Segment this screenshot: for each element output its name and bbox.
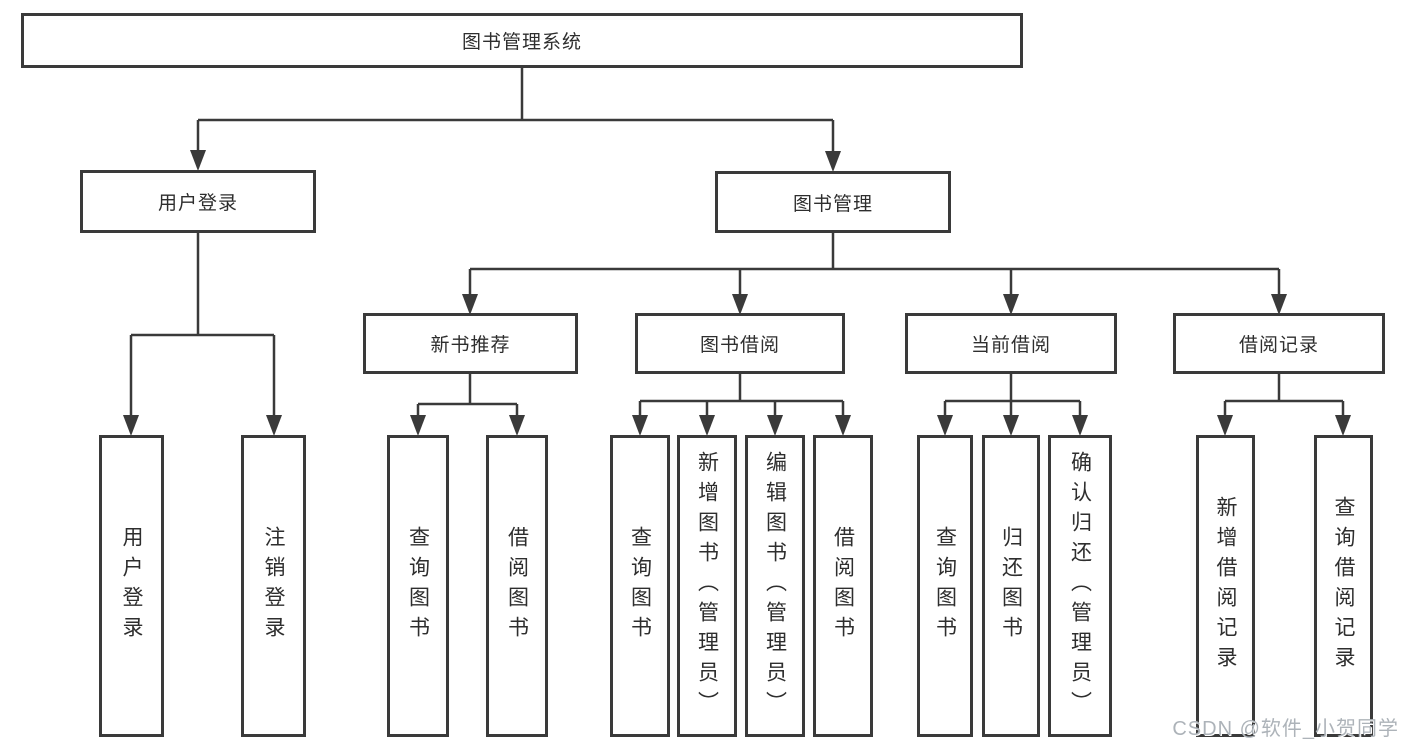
node-user-login-label: 用户登录 <box>157 193 238 214</box>
leaf-query-books-current: 查询图书 <box>917 435 973 737</box>
node-book-management: 图书管理 <box>715 171 951 233</box>
csdn-watermark: CSDN @软件_小贺同学 <box>1172 718 1399 740</box>
leaf-query-borrow-record: 查询借阅记录 <box>1314 435 1373 737</box>
leaf-add-books-admin: 新增图书（管理员） <box>677 435 737 737</box>
leaf-user-login-label: 用户登录 <box>120 526 143 646</box>
leaf-logout: 注销登录 <box>241 435 306 737</box>
leaf-borrow-books-borrowing: 借阅图书 <box>813 435 873 737</box>
node-new-book-recommend-label: 新书推荐 <box>430 335 511 356</box>
node-library-system-label: 图书管理系统 <box>461 32 582 53</box>
node-book-borrowing-label: 图书借阅 <box>699 335 780 356</box>
leaf-confirm-return-admin: 确认归还（管理员） <box>1048 435 1112 737</box>
leaf-query-books-borrowing-label: 查询图书 <box>628 526 652 646</box>
node-borrowing-records-label: 借阅记录 <box>1238 335 1319 356</box>
node-book-management-label: 图书管理 <box>792 193 873 215</box>
leaf-edit-books-admin: 编辑图书（管理员） <box>745 435 805 737</box>
leaf-return-books: 归还图书 <box>982 435 1040 737</box>
leaf-add-books-admin-label: 新增图书（管理员） <box>695 451 719 721</box>
leaf-query-books-borrowing: 查询图书 <box>610 435 670 737</box>
leaf-query-books-recommend: 查询图书 <box>387 435 449 737</box>
node-borrowing-records: 借阅记录 <box>1173 313 1385 374</box>
node-library-system: 图书管理系统 <box>21 13 1023 68</box>
leaf-borrow-books-borrowing-label: 借阅图书 <box>831 526 855 646</box>
leaf-query-borrow-record-label: 查询借阅记录 <box>1332 496 1355 676</box>
leaf-user-login: 用户登录 <box>99 435 164 737</box>
leaf-edit-books-admin-label: 编辑图书（管理员） <box>763 451 787 721</box>
leaf-add-borrow-record-label: 新增借阅记录 <box>1214 496 1237 676</box>
leaf-logout-label: 注销登录 <box>262 526 285 646</box>
leaf-borrow-books-recommend: 借阅图书 <box>486 435 548 737</box>
leaf-add-borrow-record: 新增借阅记录 <box>1196 435 1255 737</box>
leaf-query-books-current-label: 查询图书 <box>933 526 957 646</box>
node-book-borrowing: 图书借阅 <box>635 313 845 374</box>
node-new-book-recommend: 新书推荐 <box>363 313 578 374</box>
node-current-borrowing: 当前借阅 <box>905 313 1117 374</box>
leaf-query-books-recommend-label: 查询图书 <box>406 526 430 646</box>
leaf-confirm-return-admin-label: 确认归还（管理员） <box>1068 451 1092 721</box>
node-user-login: 用户登录 <box>80 170 316 233</box>
leaf-borrow-books-recommend-label: 借阅图书 <box>505 526 529 646</box>
leaf-return-books-label: 归还图书 <box>999 526 1023 646</box>
node-current-borrowing-label: 当前借阅 <box>970 335 1051 356</box>
